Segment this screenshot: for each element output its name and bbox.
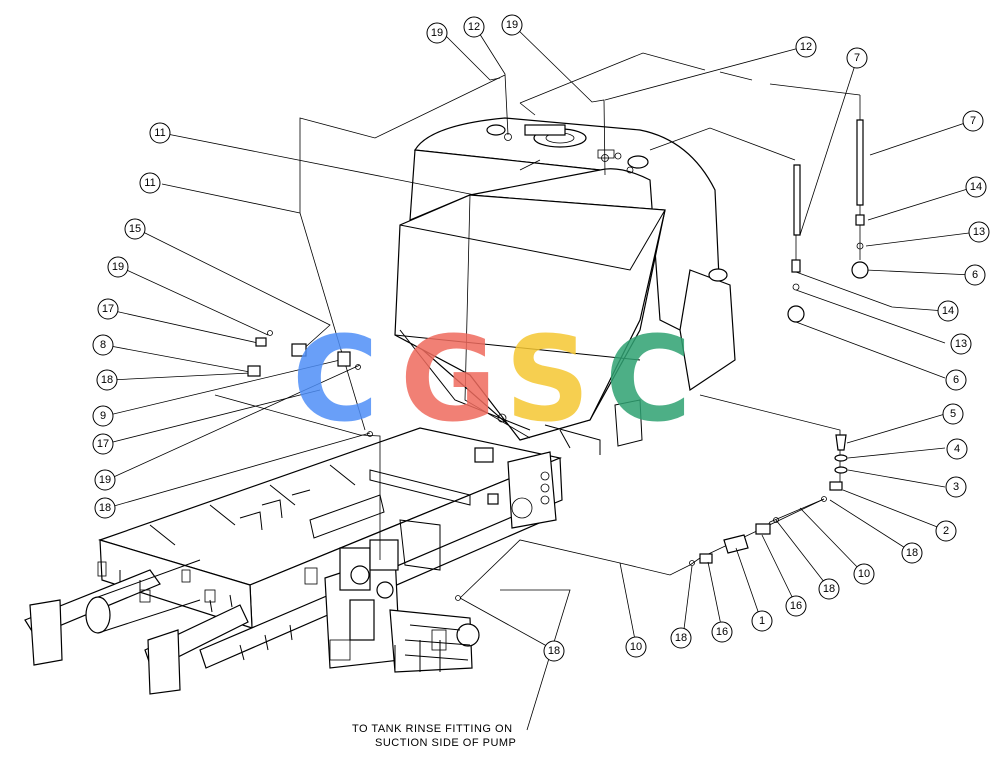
note-line-1: TO TANK RINSE FITTING ON <box>352 723 513 735</box>
callout-label: 19 <box>99 474 111 486</box>
callout-label: 1 <box>759 615 765 627</box>
callout-10: 10 <box>625 636 647 658</box>
pump-assembly <box>324 519 480 673</box>
watermark-letter-4: C <box>605 310 692 448</box>
callout-11: 11 <box>139 172 161 194</box>
callout-label: 10 <box>858 568 870 580</box>
callout-18: 18 <box>901 542 923 564</box>
callout-label: 7 <box>970 115 976 127</box>
callout-label: 19 <box>431 27 443 39</box>
callout-14: 14 <box>965 176 987 198</box>
callout-2: 2 <box>935 520 957 542</box>
tank <box>394 117 736 455</box>
callout-18: 18 <box>96 369 118 391</box>
callout-18: 18 <box>670 627 692 649</box>
callout-16: 16 <box>711 621 733 643</box>
watermark: C G S C <box>292 310 692 448</box>
callout-label: 11 <box>154 127 165 139</box>
callout-label: 15 <box>129 223 141 235</box>
callout-label: 17 <box>102 303 114 315</box>
watermark-letter-3: S <box>505 310 590 448</box>
callout-3: 3 <box>945 476 967 498</box>
watermark-letter-1: C <box>292 310 379 448</box>
callout-label: 12 <box>800 41 812 53</box>
callout-19: 19 <box>107 256 129 278</box>
callout-label: 4 <box>954 443 960 455</box>
callout-18: 18 <box>94 497 116 519</box>
callout-label: 10 <box>630 641 642 653</box>
watermark-letter-2: G <box>400 310 497 448</box>
callout-label: 17 <box>97 438 109 450</box>
callout-9: 9 <box>92 405 114 427</box>
callout-label: 16 <box>716 626 728 638</box>
callout-18: 18 <box>818 578 840 600</box>
callout-14: 14 <box>937 300 959 322</box>
callout-17: 17 <box>92 433 114 455</box>
callout-7: 7 <box>962 110 984 132</box>
callout-11: 11 <box>149 122 171 144</box>
callout-13: 13 <box>950 333 972 355</box>
callout-label: 18 <box>906 547 918 559</box>
callout-15: 15 <box>124 218 146 240</box>
callout-label: 13 <box>955 338 967 350</box>
callout-label: 2 <box>943 525 949 537</box>
leader-lines <box>104 24 978 731</box>
callout-label: 18 <box>99 502 111 514</box>
callout-10: 10 <box>853 563 875 585</box>
callout-label: 5 <box>950 408 956 420</box>
note-line-2: SUCTION SIDE OF PUMP <box>375 737 516 749</box>
callout-6: 6 <box>945 369 967 391</box>
callout-label: 16 <box>790 600 802 612</box>
callout-label: 11 <box>144 177 155 189</box>
callout-6: 6 <box>964 264 986 286</box>
callout-19: 19 <box>94 469 116 491</box>
callout-12: 12 <box>463 16 485 38</box>
callout-label: 8 <box>100 339 106 351</box>
callout-7: 7 <box>846 47 868 69</box>
callout-5: 5 <box>942 403 964 425</box>
callout-label: 6 <box>953 374 959 386</box>
callout-label: 19 <box>506 19 518 31</box>
callout-label: 18 <box>823 583 835 595</box>
callout-4: 4 <box>946 438 968 460</box>
callout-16: 16 <box>785 595 807 617</box>
callout-label: 18 <box>548 645 560 657</box>
callout-17: 17 <box>97 298 119 320</box>
callouts: 19 12 19 12 7 7 11 11 15 19 17 8 18 9 17… <box>92 14 990 662</box>
callout-label: 13 <box>973 226 985 238</box>
callout-12: 12 <box>795 36 817 58</box>
callout-label: 19 <box>112 261 124 273</box>
callout-1: 1 <box>751 610 773 632</box>
rinse-note: TO TANK RINSE FITTING ON SUCTION SIDE OF… <box>352 723 516 749</box>
callout-label: 14 <box>942 305 954 317</box>
callout-label: 3 <box>953 481 959 493</box>
callout-18: 18 <box>543 640 565 662</box>
callout-label: 14 <box>970 181 982 193</box>
callout-8: 8 <box>92 334 114 356</box>
callout-label: 12 <box>468 21 480 33</box>
callout-label: 18 <box>101 374 113 386</box>
callout-label: 18 <box>675 632 687 644</box>
callout-19: 19 <box>426 22 448 44</box>
callout-19: 19 <box>501 14 523 36</box>
callout-label: 9 <box>100 410 106 422</box>
callout-13: 13 <box>968 221 990 243</box>
callout-label: 7 <box>854 52 860 64</box>
callout-label: 6 <box>972 269 978 281</box>
